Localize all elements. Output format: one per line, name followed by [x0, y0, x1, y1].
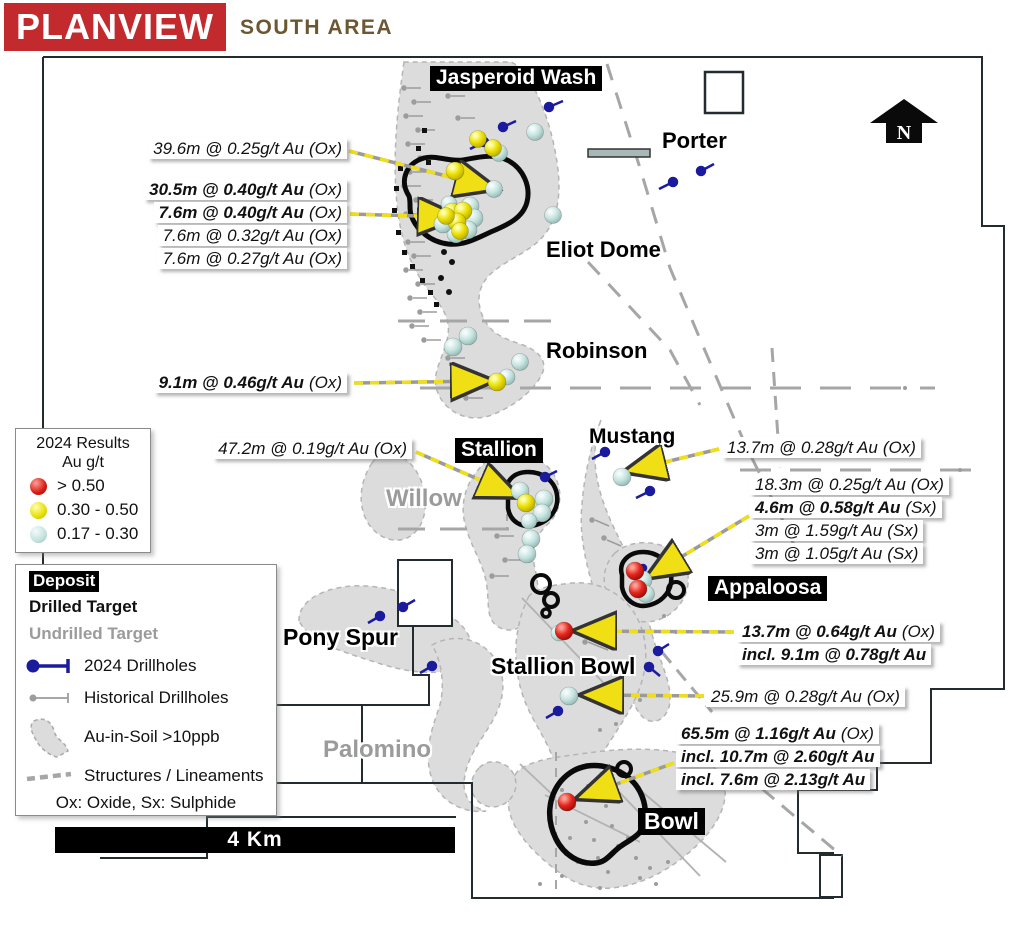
yellow-dot-icon	[30, 501, 47, 519]
target-label-palomino: Palomino	[323, 736, 432, 763]
annotation-mustang: 13.7m @ 0.28g/t Au(Ox)	[722, 437, 921, 458]
legend-drillholes-2024: 2024 Drillholes	[24, 655, 196, 677]
target-label-robinson: Robinson	[546, 338, 648, 363]
target-label-stallion-bowl: Stallion Bowl	[491, 653, 636, 679]
scale-bar: 4 Km	[55, 827, 455, 853]
drill-result: 13.7m @ 0.64g/t Au(Ox)	[737, 621, 940, 642]
annotation-jasperoid-upper: 39.6m @ 0.25g/t Au(Ox)	[148, 138, 347, 159]
drill-result: incl. 7.6m @ 2.13g/t Au	[676, 769, 871, 790]
result-dots-mid	[437, 130, 536, 513]
drillhole-historical-icon	[29, 693, 69, 703]
drill-result: 7.6m @ 0.27g/t Au(Ox)	[157, 248, 347, 269]
target-label-eliot-dome: Eliot Dome	[546, 237, 661, 262]
annotation-stallion-bowl-lower: 25.9m @ 0.28g/t Au(Ox)	[706, 686, 905, 707]
drill-result: 30.5m @ 0.40g/t Au(Ox)	[144, 179, 347, 200]
drill-result: 4.6m @ 0.58g/t Au(Sx)	[750, 497, 942, 518]
drill-result: 9.1m @ 0.46g/t Au(Ox)	[153, 372, 347, 393]
page-title: SOUTH AREA	[240, 16, 394, 39]
drillhole-2024-icon	[26, 659, 70, 673]
annotation-appaloosa: 18.3m @ 0.25g/t Au(Ox) 4.6m @ 0.58g/t Au…	[750, 474, 949, 564]
target-label-bowl: Bowl	[638, 808, 705, 836]
legend-drilled-target: Drilled Target	[29, 597, 138, 616]
legend-results-title: 2024 Results	[36, 435, 130, 452]
red-dot-icon	[30, 477, 47, 495]
target-label-appaloosa: Appaloosa	[708, 576, 828, 602]
target-label-jasperoid-wash: Jasperoid Wash	[430, 66, 603, 92]
drill-result: 18.3m @ 0.25g/t Au(Ox)	[750, 474, 949, 495]
result-dots-2024	[433, 123, 655, 812]
drill-result: 7.6m @ 0.40g/t Au(Ox)	[153, 202, 347, 223]
result-dots-high	[554, 561, 648, 812]
structures-icon	[26, 771, 72, 782]
blue-dot-icon	[30, 525, 47, 543]
drill-result: 25.9m @ 0.28g/t Au(Ox)	[706, 686, 905, 707]
target-label-mustang: Mustang	[589, 425, 676, 448]
annotation-bowl: 65.5m @ 1.16g/t Au(Ox) incl. 10.7m @ 2.6…	[676, 723, 880, 790]
north-arrow: N	[870, 99, 938, 144]
legend-item-mid: 0.30 - 0.50	[30, 500, 150, 520]
legend-footnote: Ox: Oxide, Sx: Sulphide	[55, 793, 237, 812]
drill-result: 39.6m @ 0.25g/t Au(Ox)	[148, 138, 347, 159]
north-arrow-icon	[870, 99, 938, 143]
result-arrows	[348, 149, 750, 796]
legend-drillholes-historical: Historical Drillholes	[24, 687, 229, 709]
legend-results: 2024 Results Au g/t > 0.50 0.30 - 0.50 0…	[15, 428, 151, 553]
soil-anomaly-icon	[30, 718, 69, 758]
legend-structures: Structures / Lineaments	[24, 765, 264, 787]
north-label: N	[897, 122, 912, 144]
drill-result: incl. 9.1m @ 0.78g/t Au	[737, 644, 932, 665]
logo-text: PLANVIEW	[15, 6, 214, 47]
target-label-porter: Porter	[662, 128, 727, 153]
drill-result: 3m @ 1.59g/t Au(Sx)	[750, 520, 924, 541]
legend-undrilled-target: Undrilled Target	[29, 624, 159, 643]
annotation-jasperoid-lower: 30.5m @ 0.40g/t Au(Ox) 7.6m @ 0.40g/t Au…	[144, 179, 347, 269]
drill-result: 13.7m @ 0.28g/t Au(Ox)	[722, 437, 921, 458]
target-label-pony-spur: Pony Spur	[283, 624, 399, 650]
drill-result: 65.5m @ 1.16g/t Au(Ox)	[676, 723, 879, 744]
legend-map-key: Deposit Drilled Target Undrilled Target …	[15, 564, 277, 816]
legend-results-subtitle: Au g/t	[62, 454, 104, 471]
logo: PLANVIEW	[4, 3, 226, 51]
target-label-stallion: Stallion	[455, 438, 543, 464]
legend-soil-anomaly: Au-in-Soil >10ppb	[24, 713, 220, 761]
drill-result: 3m @ 1.05g/t Au(Sx)	[750, 543, 924, 564]
annotation-stallion: 47.2m @ 0.19g/t Au(Ox)	[213, 438, 412, 459]
drill-result: 47.2m @ 0.19g/t Au(Ox)	[213, 438, 412, 459]
legend-item-low: 0.17 - 0.30	[30, 524, 150, 544]
deposit-fragments	[392, 128, 455, 307]
drill-result: incl. 10.7m @ 2.60g/t Au	[676, 746, 880, 767]
scale-bar-label: 4 Km	[227, 828, 283, 851]
drill-result: 7.6m @ 0.32g/t Au(Ox)	[157, 225, 347, 246]
legend-item-high: > 0.50	[30, 476, 150, 496]
target-label-willow: Willow	[386, 485, 462, 512]
annotation-stallion-bowl-upper: 13.7m @ 0.64g/t Au(Ox) incl. 9.1m @ 0.78…	[737, 621, 940, 665]
annotation-robinson: 9.1m @ 0.46g/t Au(Ox)	[153, 372, 347, 393]
legend-deposit: Deposit	[29, 571, 100, 592]
